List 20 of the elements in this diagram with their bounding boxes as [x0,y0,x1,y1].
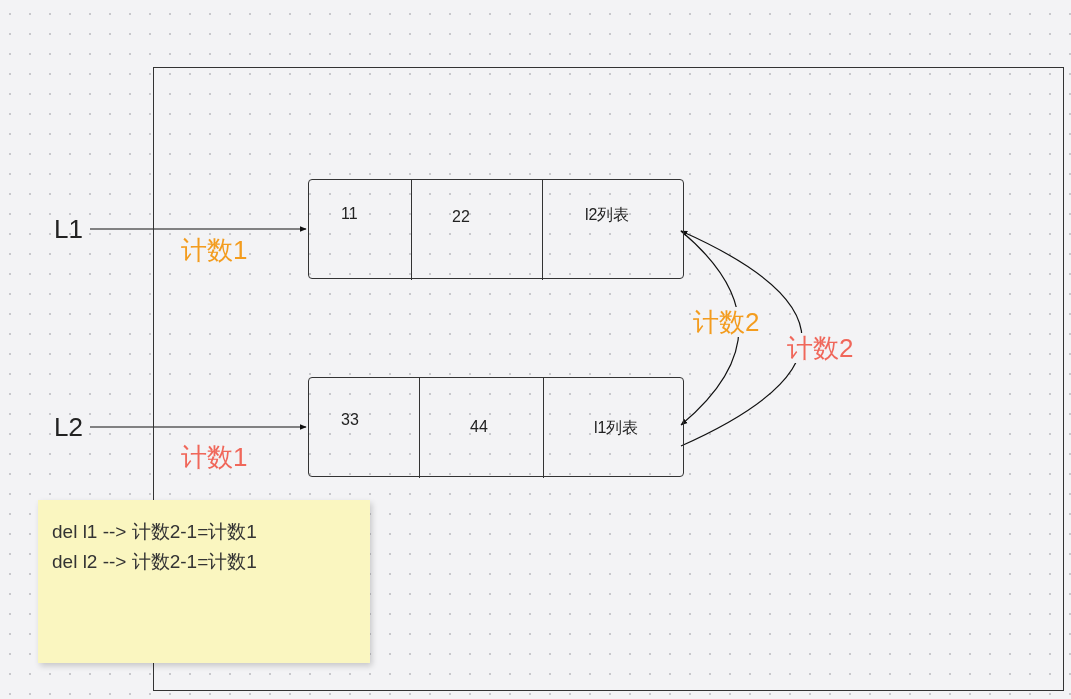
note-text: del l1 --> 计数2-1=计数1 [52,520,257,544]
arrow [89,226,307,232]
list-cell: l2列表 [543,180,685,280]
edge-label: 计数2 [692,307,761,337]
list-cell: l1列表 [544,378,685,478]
list-box [308,179,684,279]
variable-name: L1 [54,214,90,244]
sticky-note [38,500,370,663]
edge-label: 计数1 [180,442,249,472]
variable-name: L2 [54,412,90,442]
list-box [308,377,684,477]
curved-arrow [680,230,803,447]
note-text: del l2 --> 计数2-1=计数1 [52,550,257,574]
arrow [89,424,307,430]
list-cell: 44 [420,378,544,478]
edge-label: 计数1 [180,235,249,265]
list-cell: 22 [412,180,543,280]
list-cell: 11 [309,180,412,280]
edge-label: 计数2 [786,333,855,363]
list-cell: 33 [309,378,420,478]
